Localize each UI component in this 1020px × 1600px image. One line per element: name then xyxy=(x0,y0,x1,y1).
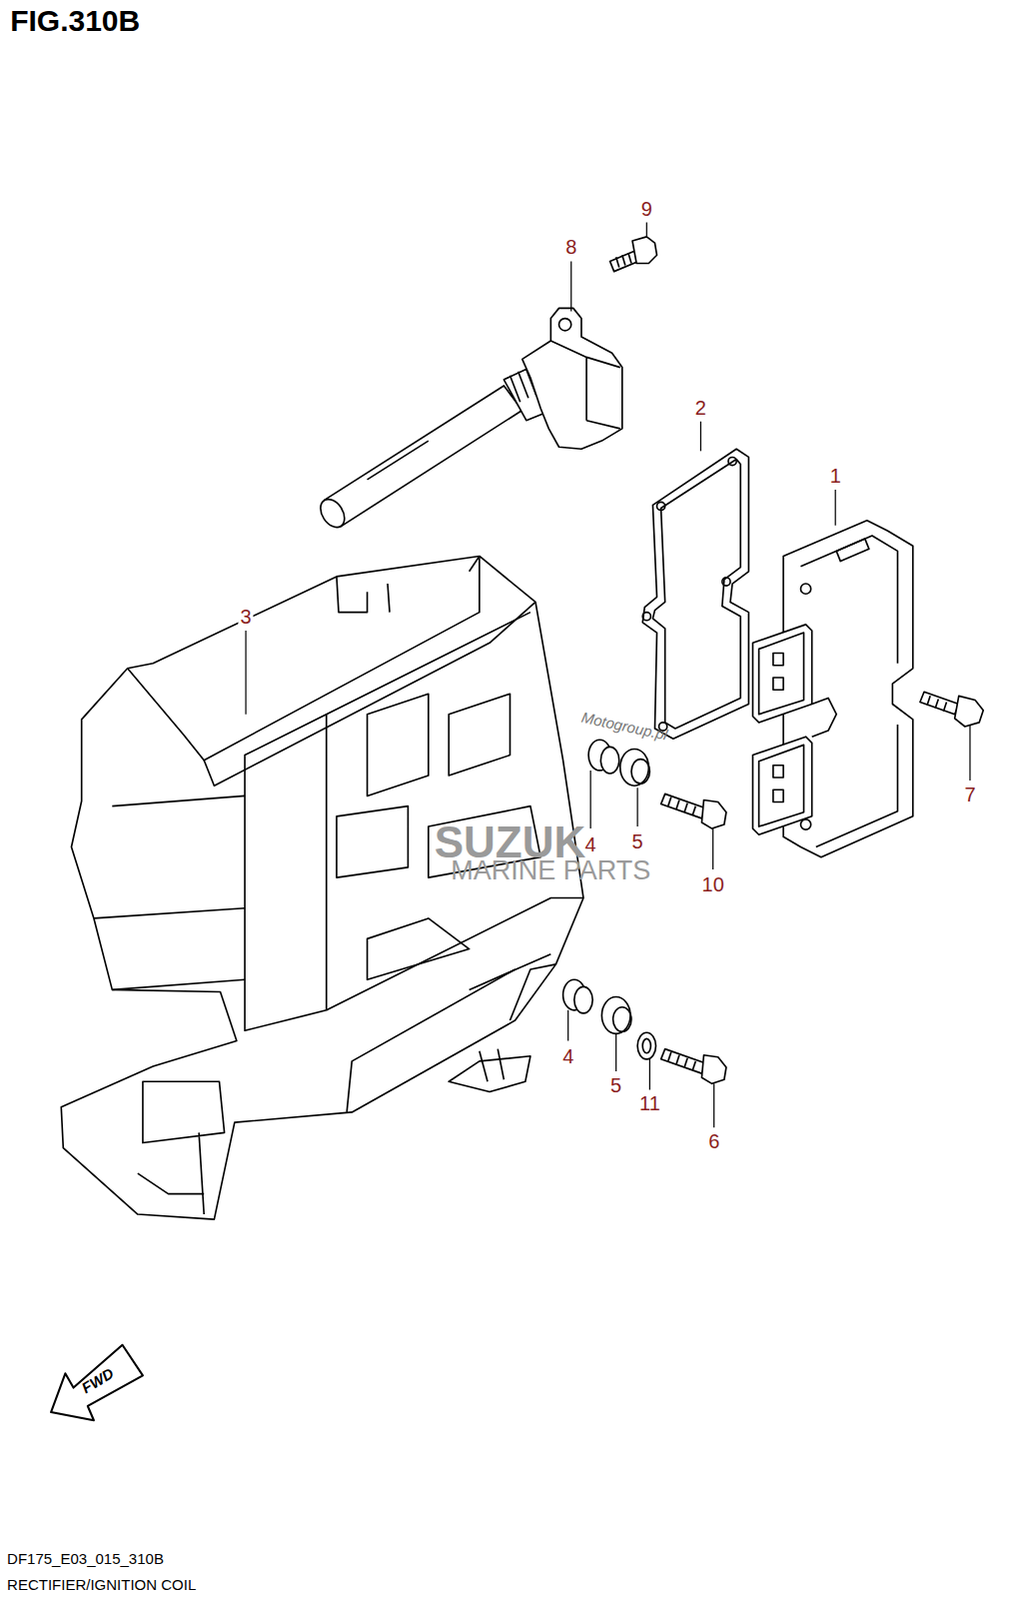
callout-number: 5 xyxy=(608,1073,624,1096)
grommet-set xyxy=(563,979,727,1083)
callout-number: 2 xyxy=(693,396,709,419)
watermark: MARINE PARTS xyxy=(448,856,653,887)
bolt xyxy=(920,691,984,727)
callout-number: 4 xyxy=(560,1044,576,1067)
gasket xyxy=(642,448,749,739)
callout-number: 7 xyxy=(962,783,978,806)
rectifier xyxy=(752,520,913,858)
callout-number: 5 xyxy=(630,830,646,853)
callout-number: 10 xyxy=(700,873,727,896)
callout-number: 8 xyxy=(563,235,579,258)
figure-title: FIG.310B xyxy=(7,3,142,37)
ignition-coil xyxy=(315,307,623,532)
forward-arrow xyxy=(50,1344,143,1421)
callout-number: 1 xyxy=(828,464,844,487)
figure-caption: RECTIFIER/IGNITION COIL xyxy=(4,1575,198,1593)
model-code: DF175_E03_015_310B xyxy=(4,1550,166,1568)
callout-number: 3 xyxy=(237,605,253,628)
callout-number: 11 xyxy=(637,1091,663,1114)
bracket xyxy=(60,555,584,1219)
bolt xyxy=(610,236,658,272)
callout-number: 9 xyxy=(639,197,655,220)
grommet-set xyxy=(588,739,727,829)
leader-lines xyxy=(245,222,971,1128)
callout-number: 6 xyxy=(706,1129,722,1152)
